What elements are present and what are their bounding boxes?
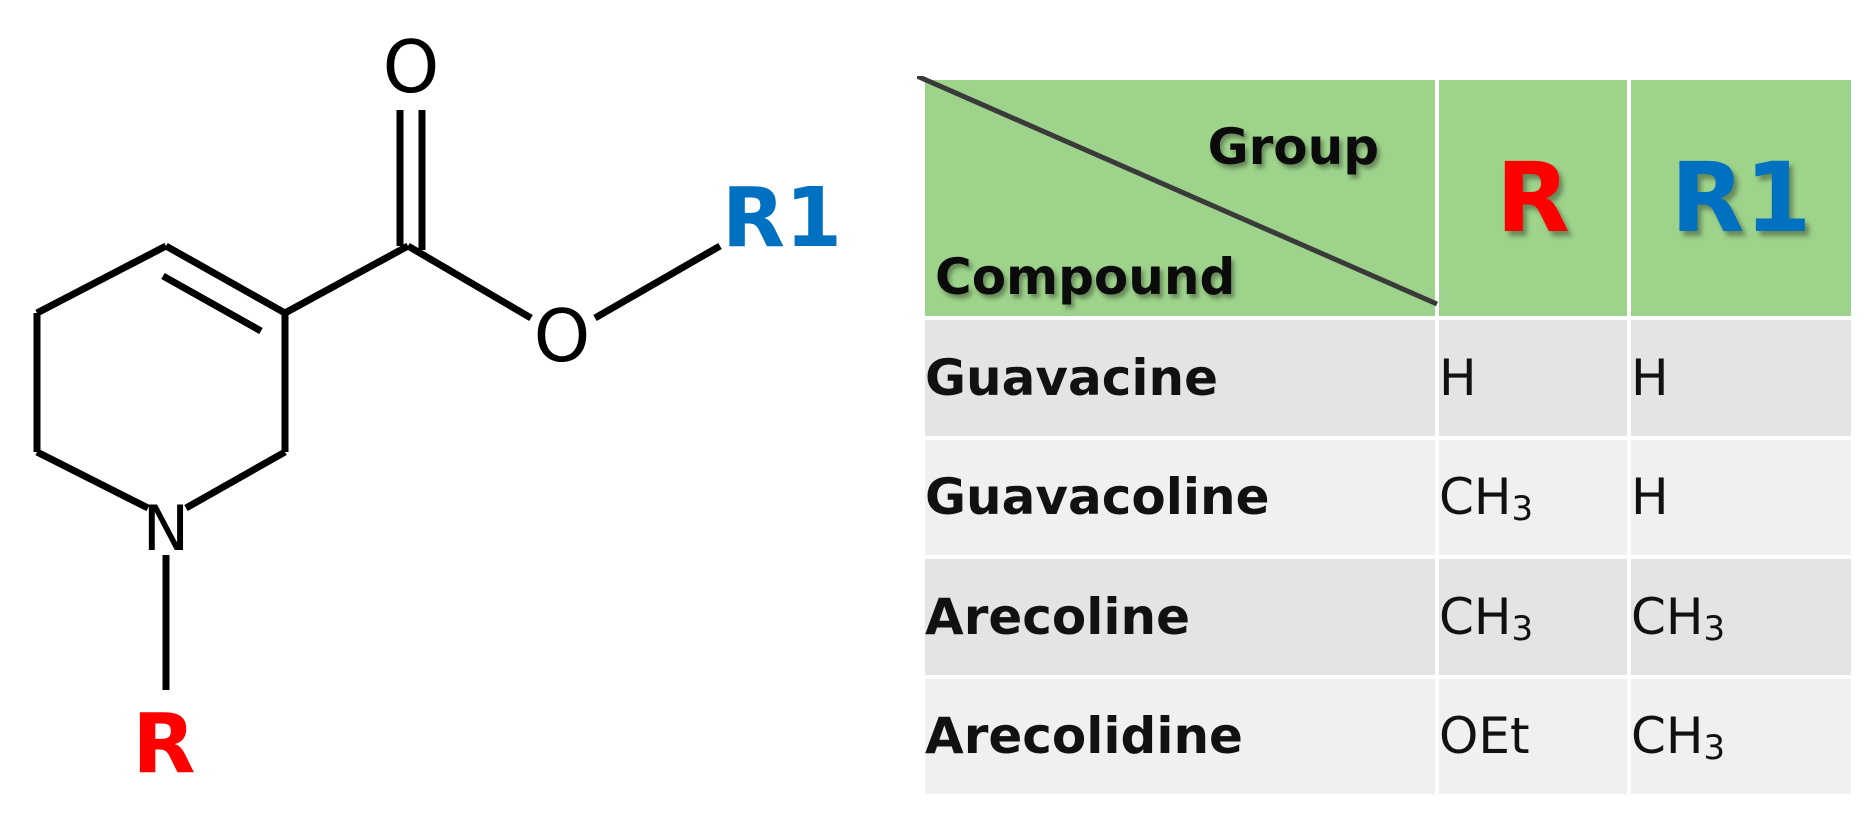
compound-name: Arecoline xyxy=(925,559,1435,675)
r-column-header: R xyxy=(1439,80,1627,316)
bond-c4-n xyxy=(184,448,287,512)
r-group-label: R xyxy=(132,697,195,792)
bond-c3-carbonyl xyxy=(283,242,410,317)
arecoline-scaffold-structure: O O N R R1 xyxy=(33,25,842,792)
substituent-table: Group Compound R R1 Guavacine H H Guavac… xyxy=(917,76,1855,802)
r1-value: H xyxy=(1631,439,1851,555)
bond-n-c6 xyxy=(35,448,150,512)
header-row: Group Compound R R1 xyxy=(917,76,1851,316)
carbonyl-oxygen-label: O xyxy=(383,25,440,109)
table-row: Guavacine H H xyxy=(925,320,1851,436)
r1-value: CH3 xyxy=(1631,559,1851,675)
table-row: Arecoline CH3 CH3 xyxy=(925,559,1851,675)
substituent-grid: Group Compound R R1 Guavacine H H Guavac… xyxy=(917,76,1855,798)
bond-carbonyl-oester xyxy=(406,242,533,322)
nitrogen-label: N xyxy=(143,492,189,565)
r1-value: H xyxy=(1631,320,1851,436)
r1-column-header: R1 xyxy=(1631,80,1851,316)
table-row: Arecolidine OEt CH3 xyxy=(925,678,1851,794)
r-value: CH3 xyxy=(1439,439,1627,555)
r-value: OEt xyxy=(1439,678,1627,794)
group-header-label: Group xyxy=(1207,118,1379,176)
compound-name: Guavacine xyxy=(925,320,1435,436)
bond-c5-c2 xyxy=(35,242,168,317)
bond-oester-r1 xyxy=(593,242,722,322)
r1-group-label: R1 xyxy=(722,171,842,266)
compound-name: Arecolidine xyxy=(925,678,1435,794)
bond-c2-c3-inner xyxy=(161,272,263,335)
compound-header-label: Compound xyxy=(935,248,1236,306)
compound-name: Guavacoline xyxy=(925,439,1435,555)
r1-value: CH3 xyxy=(1631,678,1851,794)
r-value: CH3 xyxy=(1439,559,1627,675)
r-value: H xyxy=(1439,320,1627,436)
diagonal-divider xyxy=(917,76,1439,307)
ester-oxygen-label: O xyxy=(534,294,591,378)
header-corner-cell: Group Compound xyxy=(917,76,1439,316)
bond-c2-c3 xyxy=(164,242,287,317)
table-row: Guavacoline CH3 H xyxy=(925,439,1851,555)
